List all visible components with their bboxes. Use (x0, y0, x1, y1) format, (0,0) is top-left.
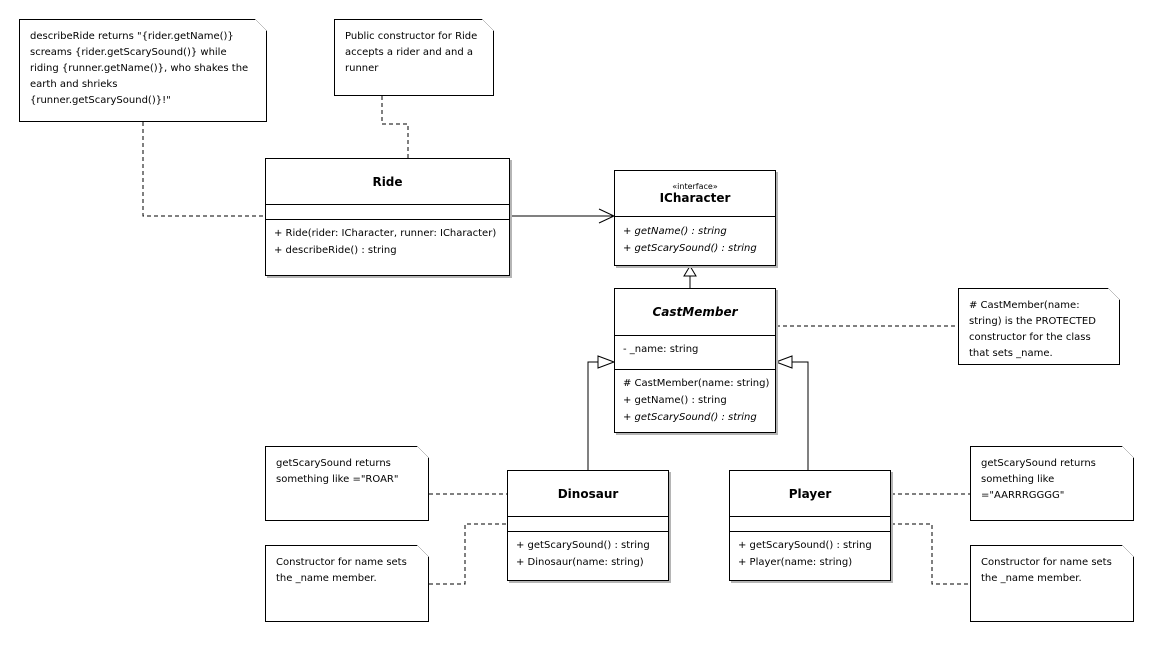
class-castmember-name: CastMember (652, 305, 738, 319)
interface-icharacter-name: ICharacter (659, 191, 731, 205)
generalization-player-castmember (792, 361, 809, 470)
class-castmember-operations: # CastMember(name: string) + getName() :… (615, 370, 775, 431)
note-dinosaur-constructor-text: Constructor for name sets the _name memb… (276, 557, 407, 584)
class-ride-op: + describeRide() : string (274, 245, 397, 256)
note-dinosaur-constructor: Constructor for name sets the _name memb… (265, 545, 429, 622)
class-dinosaur-op: + getScarySound() : string (516, 540, 650, 551)
class-dinosaur-op: + Dinosaur(name: string) (516, 557, 644, 568)
class-ride-attributes (266, 205, 509, 220)
class-ride-op: + Ride(rider: ICharacter, runner: IChara… (274, 228, 497, 239)
interface-icharacter[interactable]: «interface» ICharacter + getName() : str… (614, 170, 776, 266)
interface-icharacter-header: «interface» ICharacter (615, 171, 775, 217)
note-describe-ride: describeRide returns "{rider.getName()} … (19, 19, 267, 122)
interface-icharacter-operations: + getName() : string + getScarySound() :… (615, 217, 775, 262)
class-ride-name: Ride (372, 174, 403, 189)
class-dinosaur-header: Dinosaur (508, 471, 668, 517)
generalization-dinosaur-castmember (587, 361, 598, 470)
interface-stereotype: «interface» (672, 182, 718, 191)
note-dinosaur-sound-text: getScarySound returns something like ="R… (276, 458, 399, 485)
class-castmember-attributes: - _name: string (615, 336, 775, 370)
class-player-op: + Player(name: string) (738, 557, 853, 568)
note-player-sound-text: getScarySound returns something like ="A… (981, 458, 1096, 501)
class-ride-header: Ride (266, 159, 509, 205)
class-dinosaur-name: Dinosaur (557, 486, 619, 501)
interface-icharacter-op: + getScarySound() : string (623, 243, 757, 254)
class-castmember-op: + getScarySound() : string (623, 412, 757, 423)
note-castmember-constructor: # CastMember(name: string) is the PROTEC… (958, 288, 1120, 365)
note-dinosaur-sound: getScarySound returns something like ="R… (265, 446, 429, 521)
note-link-dinosaur-constructor (429, 523, 507, 585)
class-player-op: + getScarySound() : string (738, 540, 872, 551)
class-player-name: Player (788, 486, 832, 501)
note-ride-constructor-text: Public constructor for Ride accepts a ri… (345, 31, 478, 74)
class-dinosaur[interactable]: Dinosaur + getScarySound() : string + Di… (507, 470, 669, 581)
class-ride-operations: + Ride(rider: ICharacter, runner: IChara… (266, 220, 509, 264)
note-ride-constructor: Public constructor for Ride accepts a ri… (334, 19, 494, 96)
class-castmember-attr: - _name: string (623, 344, 699, 355)
class-dinosaur-attributes (508, 517, 668, 532)
class-player-operations: + getScarySound() : string + Player(name… (730, 532, 890, 576)
class-castmember-op: + getName() : string (623, 395, 727, 406)
generalization-arrowhead-dinosaur (597, 355, 616, 369)
note-link-ride-constructor (381, 96, 409, 158)
class-player-attributes (730, 517, 890, 532)
note-player-constructor-text: Constructor for name sets the _name memb… (981, 557, 1112, 584)
generalization-arrowhead-player (774, 355, 793, 369)
class-player-header: Player (730, 471, 890, 517)
class-castmember-header: CastMember (615, 289, 775, 336)
class-player[interactable]: Player + getScarySound() : string + Play… (729, 470, 891, 581)
class-castmember-op: # CastMember(name: string) (623, 378, 770, 389)
note-castmember-constructor-text: # CastMember(name: string) is the PROTEC… (969, 300, 1096, 359)
note-player-sound: getScarySound returns something like ="A… (970, 446, 1134, 521)
note-describe-ride-text: describeRide returns "{rider.getName()} … (30, 31, 249, 106)
class-castmember[interactable]: CastMember - _name: string # CastMember(… (614, 288, 776, 433)
note-player-constructor: Constructor for name sets the _name memb… (970, 545, 1134, 622)
note-link-player-constructor (891, 523, 970, 585)
class-ride[interactable]: Ride + Ride(rider: ICharacter, runner: I… (265, 158, 510, 276)
note-link-describe-ride (142, 122, 265, 217)
generalization-arrowhead-icharacter (683, 265, 697, 277)
interface-icharacter-op: + getName() : string (623, 226, 727, 237)
class-dinosaur-operations: + getScarySound() : string + Dinosaur(na… (508, 532, 668, 576)
